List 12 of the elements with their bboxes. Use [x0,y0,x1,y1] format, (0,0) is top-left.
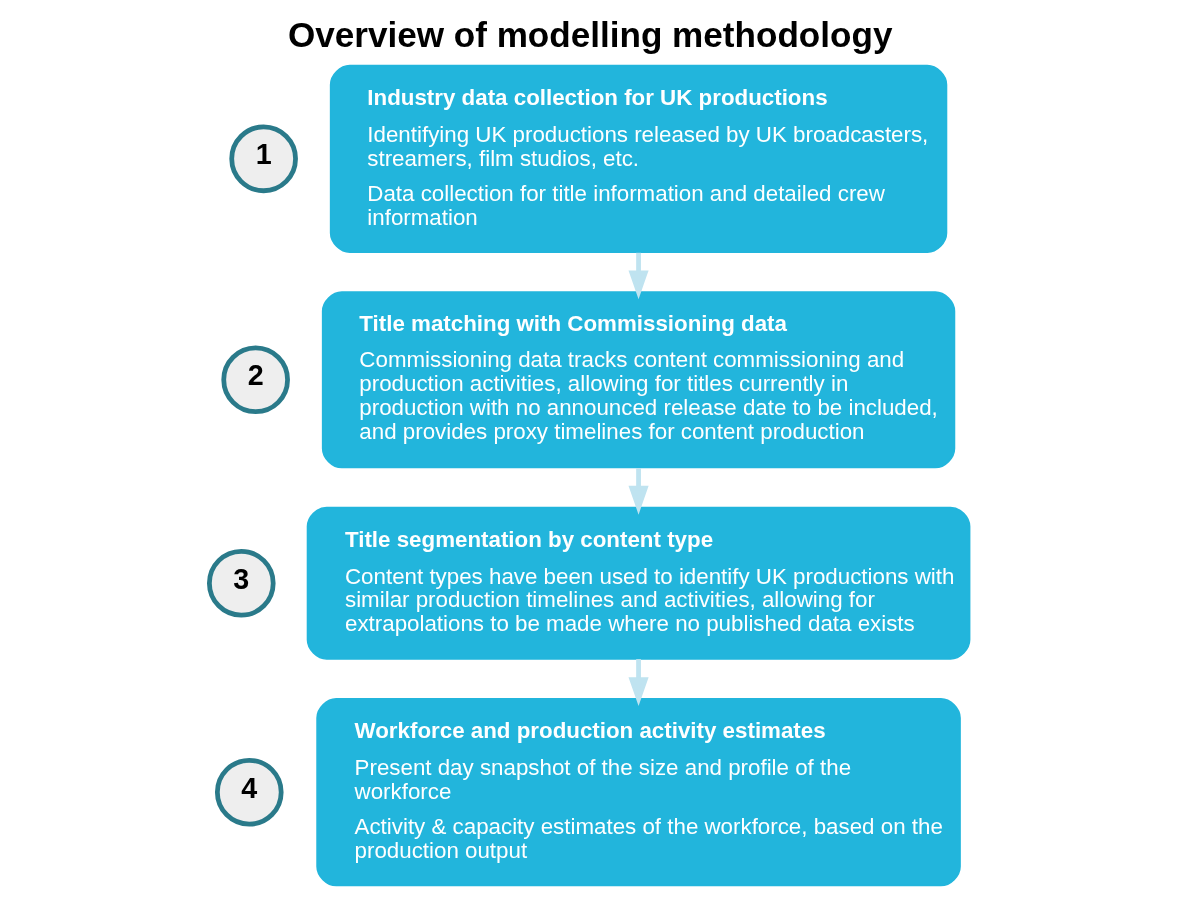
node-circle: 3 [206,548,276,618]
node-box: Industry data collection for UK productions Identifying UK productions released by UK broadcasters, streamers, film studios, etc. Data collection for title information and detailed crew information [329,64,947,253]
node-circle: 4 [214,757,284,827]
arrow [628,252,649,300]
node-box: Workforce and production activity estimates Present day snapshot of the size and profile of the workforce Activity & capacity estimates of the workforce, based on the production output [315,698,961,887]
node-circle: 2 [220,345,290,415]
arrow [628,659,649,707]
node-box: Title segmentation by content type Content types have been used to identify UK productions with similar production timelines and activities, allowing for extrapolations to be made where no published data exists [306,506,970,660]
diagram-title: Overview of modelling methodology [287,15,892,55]
node-box: Title matching with Commissioning data Commissioning data tracks content commissioning and production activities, allowing for titles currently in production with no announced release date to be included, and provides proxy timelines for content production [321,291,955,469]
node-circle: 1 [228,124,298,194]
arrow [628,468,649,515]
